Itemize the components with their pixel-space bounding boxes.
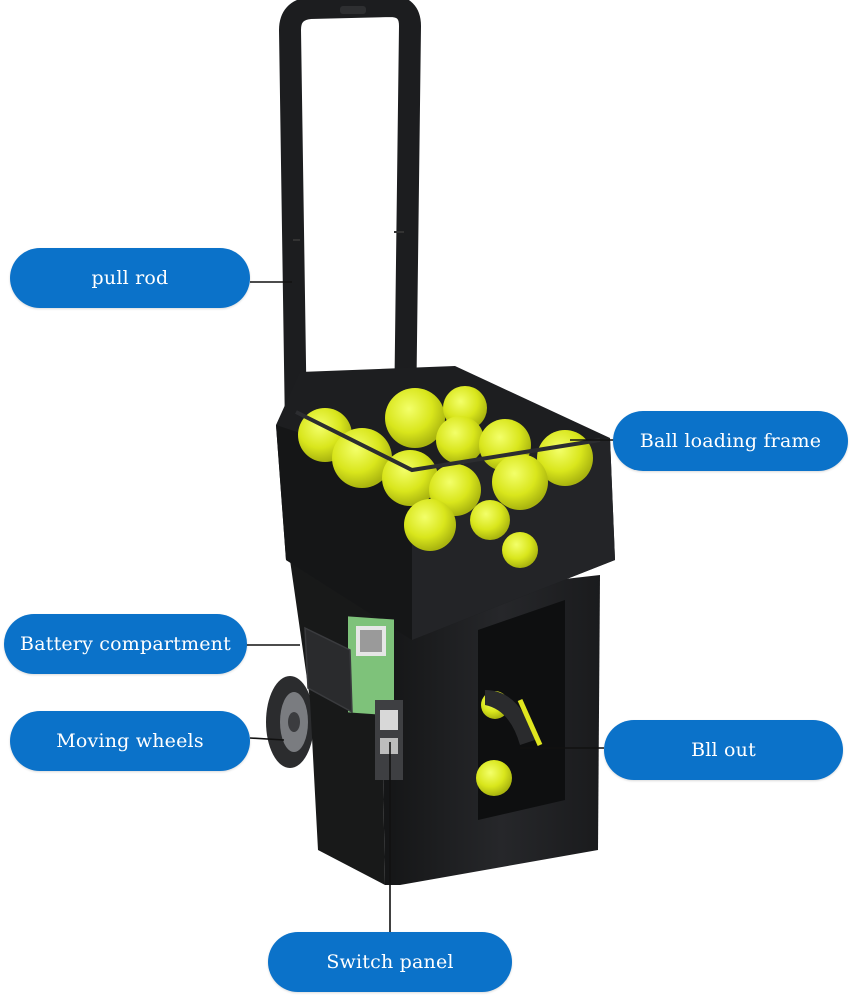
label-pull-rod: pull rod: [10, 248, 250, 308]
moving-wheel: [266, 676, 314, 768]
tennis-balls: [298, 386, 593, 568]
label-ball-loading-frame: Ball loading frame: [613, 411, 848, 471]
qr-sticker: [348, 616, 394, 716]
label-moving-wheels: Moving wheels: [10, 711, 250, 771]
switch-panel: [375, 700, 403, 780]
label-switch-panel: Switch panel: [268, 932, 512, 992]
label-ball-out: Bll out: [604, 720, 843, 780]
leader-lines: [246, 281, 614, 932]
ball-out-window: [476, 600, 565, 820]
label-battery-compartment: Battery compartment: [4, 614, 247, 674]
battery-compartment-door: [304, 626, 353, 714]
pull-rod: [279, 0, 421, 431]
